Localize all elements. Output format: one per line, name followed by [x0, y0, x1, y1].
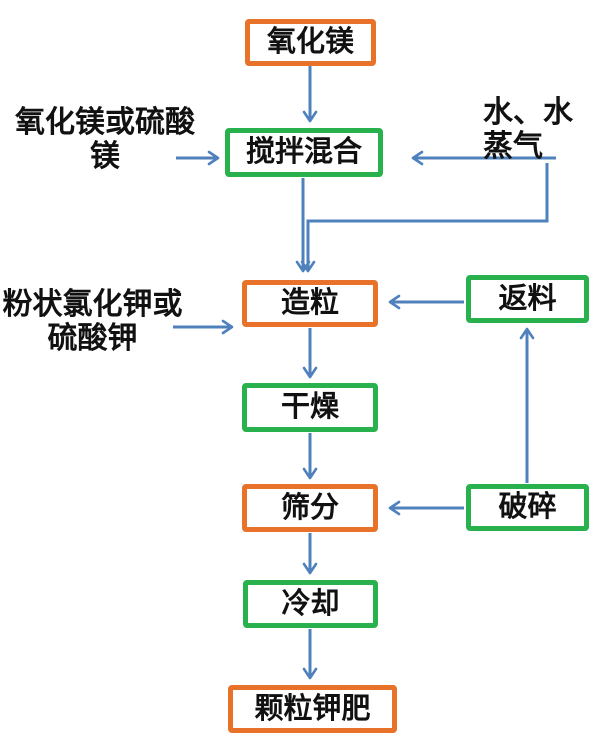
input-label-water-steam: 水、水 蒸气 — [483, 96, 573, 163]
input-label-kcl-or-k2so4: 粉状氯化钾或 硫酸钾 — [2, 288, 183, 355]
node-sieving: 筛分 — [242, 484, 378, 532]
node-label: 氧化镁 — [266, 26, 354, 58]
node-label: 筛分 — [280, 491, 339, 524]
node-magnesium-oxide: 氧化镁 — [245, 19, 376, 66]
node-label: 返料 — [498, 282, 557, 315]
node-cooling: 冷却 — [243, 580, 378, 628]
node-label: 冷却 — [281, 587, 340, 620]
node-granulation: 造粒 — [242, 280, 378, 327]
edge-water-to-granulation — [300, 163, 549, 273]
input-label-mgo-or-mgso4: 氧化镁或硫酸 镁 — [15, 106, 195, 173]
node-label: 破碎 — [498, 491, 557, 523]
node-drying: 干燥 — [242, 383, 378, 432]
node-return-material: 返料 — [466, 275, 589, 323]
node-granular-potash: 颗粒钾肥 — [228, 685, 397, 733]
node-label: 颗粒钾肥 — [254, 692, 371, 725]
node-label: 干燥 — [280, 391, 339, 423]
node-mixing: 搅拌混合 — [225, 128, 383, 177]
node-label: 搅拌混合 — [245, 136, 362, 168]
node-label: 造粒 — [280, 287, 339, 319]
node-crushing: 破碎 — [466, 484, 589, 531]
